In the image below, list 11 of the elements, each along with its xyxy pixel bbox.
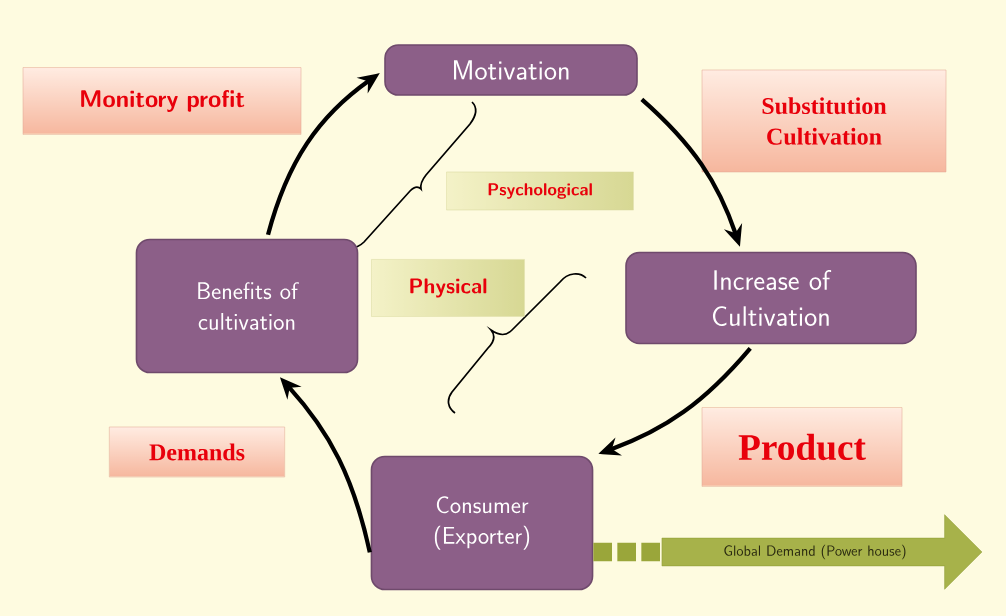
dashed-connector xyxy=(593,542,662,562)
callout-box: Substitution Cultivation xyxy=(701,69,947,173)
process-box: Increase of Cultivation xyxy=(625,251,917,345)
process-box: Motivation xyxy=(384,44,638,96)
process-box: Benefits of cultivation xyxy=(135,238,359,374)
callout-box: Monitory profit xyxy=(22,67,302,135)
callout-box: Product xyxy=(701,407,903,487)
label-box: Psychological xyxy=(446,171,634,211)
process-box: Consumer (Exporter) xyxy=(370,455,594,591)
callout-box: Demands xyxy=(109,426,285,478)
label-box: Physical xyxy=(371,259,525,317)
